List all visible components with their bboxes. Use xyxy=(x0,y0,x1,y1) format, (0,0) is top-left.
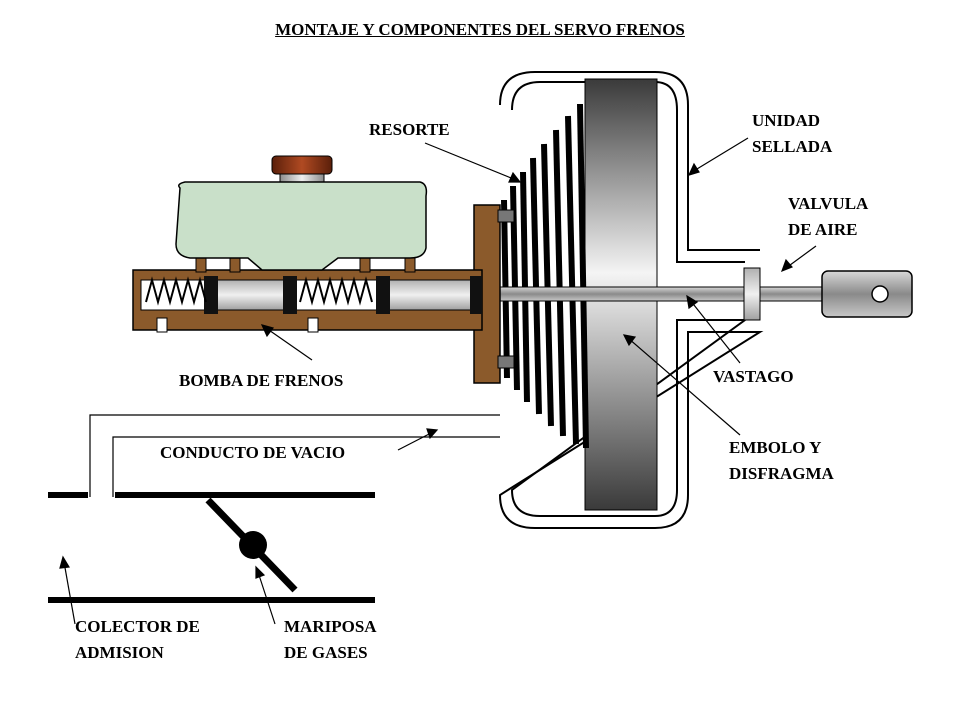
label-unidad-sellada-line1: UNIDAD xyxy=(752,111,820,130)
vastago-rod xyxy=(494,286,836,302)
label-embolo-line1: EMBOLO Y xyxy=(729,438,822,457)
label-unidad-sellada-line2: SELLADA xyxy=(752,137,833,156)
valvula-aire-washer xyxy=(743,267,761,321)
label-embolo-line2: DISFRAGMA xyxy=(729,464,834,483)
diagram-title: MONTAJE Y COMPONENTES DEL SERVO FRENOS xyxy=(275,20,685,39)
label-valvula-de-aire: VALVULA DE AIRE xyxy=(788,191,868,243)
master-cylinder xyxy=(132,257,483,333)
vacuum-line xyxy=(89,414,500,497)
label-valvula-line2: DE AIRE xyxy=(788,220,858,239)
label-bomba-de-frenos: BOMBA DE FRENOS xyxy=(179,371,344,390)
reservoir xyxy=(175,155,428,271)
label-unidad-sellada: UNIDAD SELLADA xyxy=(752,108,832,160)
label-mariposa-line1: MARIPOSA xyxy=(284,617,377,636)
label-embolo-y-diafragma: EMBOLO Y DISFRAGMA xyxy=(729,435,834,487)
label-mariposa-line2: DE GASES xyxy=(284,643,368,662)
throttle-butterfly xyxy=(205,497,298,593)
label-vastago: VASTAGO xyxy=(713,367,794,386)
intake-manifold xyxy=(48,492,375,603)
label-colector-line1: COLECTOR DE xyxy=(75,617,200,636)
label-conducto-de-vacio: CONDUCTO DE VACIO xyxy=(160,443,346,462)
label-colector-de-admision: COLECTOR DE ADMISION xyxy=(75,614,200,666)
pointer-arrows xyxy=(59,137,817,625)
label-colector-line2: ADMISION xyxy=(75,643,164,662)
label-resorte: RESORTE xyxy=(369,120,450,139)
clevis xyxy=(821,270,913,318)
label-valvula-line1: VALVULA xyxy=(788,194,869,213)
label-mariposa-de-gases: MARIPOSA DE GASES xyxy=(284,614,377,666)
resorte-coils xyxy=(501,103,589,449)
